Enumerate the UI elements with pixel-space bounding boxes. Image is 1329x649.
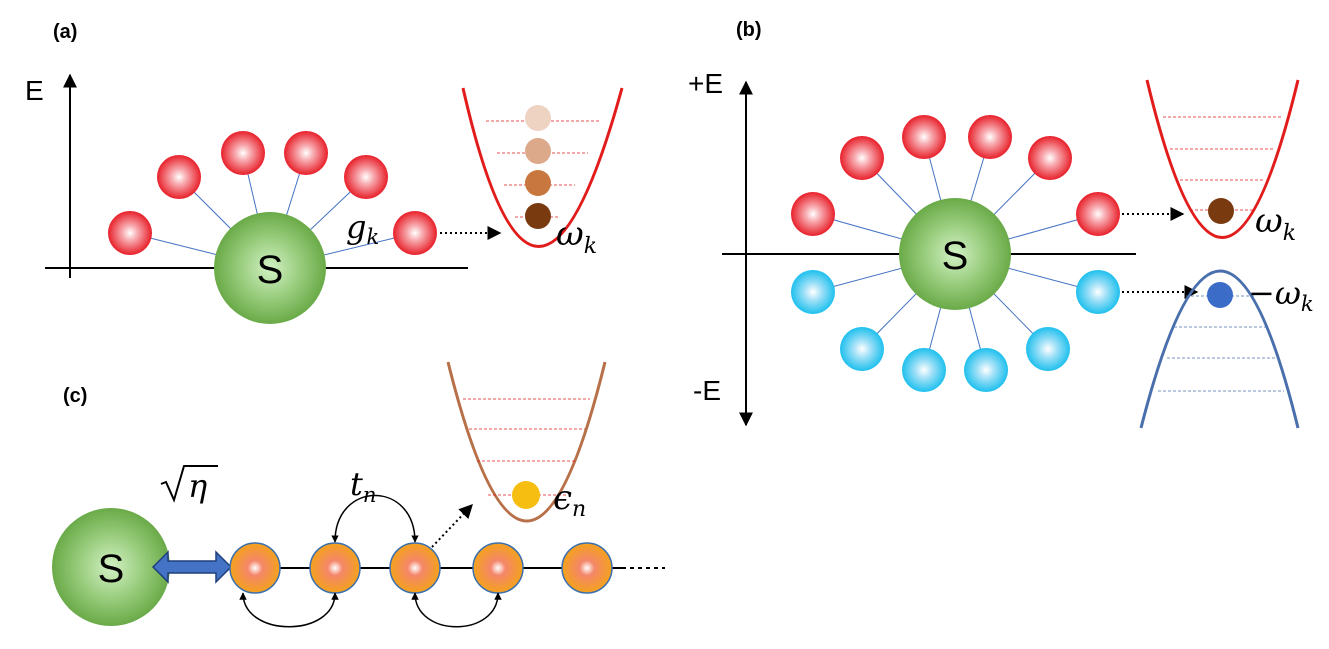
- occupation-level: [525, 203, 551, 229]
- frequency-label: ωk: [556, 214, 597, 259]
- panel-a: (a) E S gk: [25, 21, 624, 324]
- chain-sites: [229, 542, 613, 594]
- chain-site: [561, 542, 613, 594]
- bath-mode: [157, 155, 201, 199]
- occupation-level: [525, 105, 551, 131]
- bath-mode-negative: [791, 270, 835, 314]
- chain-site: [389, 542, 441, 594]
- bath-mode: [284, 131, 328, 175]
- bath-mode-positive: [968, 115, 1012, 159]
- site-well: [446, 361, 607, 523]
- occupation-level: [1208, 198, 1234, 224]
- panel-c: (c) S η tn: [52, 361, 665, 628]
- system-label: S: [257, 248, 284, 292]
- positive-bath-modes: [791, 115, 1120, 236]
- bath-modes: [108, 131, 437, 255]
- system-node: [214, 212, 326, 324]
- bath-mode: [393, 211, 437, 255]
- system-node: [52, 508, 170, 626]
- bath-mode-negative: [1076, 270, 1120, 314]
- positive-frequency-label: ωk: [1255, 201, 1296, 246]
- system-node: [899, 198, 1011, 310]
- bath-mode-negative: [964, 348, 1008, 392]
- system-label: S: [942, 234, 969, 278]
- system-chain-coupling-arrow: [151, 550, 233, 584]
- occupation-level: [525, 138, 551, 164]
- bath-mode: [221, 131, 265, 175]
- bath-mode-positive: [902, 115, 946, 159]
- panel-c-label: (c): [63, 385, 87, 407]
- hopping-label: tn: [350, 465, 376, 507]
- axis-top-label: +E: [688, 68, 723, 99]
- panel-a-label: (a): [53, 21, 77, 43]
- occupation-level: [512, 481, 540, 509]
- site-to-well-arrow: [431, 503, 473, 548]
- system-label: S: [98, 547, 125, 591]
- svg-text:η: η: [188, 467, 207, 505]
- bath-mode-positive: [791, 192, 835, 236]
- chain-site: [309, 542, 361, 594]
- panel-b-label: (b): [736, 19, 762, 41]
- hopping-arrows: [239, 494, 502, 628]
- inverted-well: [1139, 269, 1300, 429]
- occupation-level: [1207, 282, 1233, 308]
- bath-mode: [108, 211, 152, 255]
- bath-mode-positive: [1028, 136, 1072, 180]
- energy-axis-label: E: [25, 75, 44, 106]
- coupling-label: gk: [346, 208, 379, 249]
- sqrt-eta-label: η: [160, 465, 218, 505]
- bath-mode-negative: [1026, 327, 1070, 371]
- panel-b: (b) +E -E: [688, 19, 1314, 429]
- chain-site: [229, 542, 281, 594]
- negative-frequency-label: −ωk: [1248, 274, 1314, 316]
- harmonic-well: [461, 87, 624, 248]
- upward-well: [1145, 79, 1300, 239]
- bath-mode-negative: [840, 327, 884, 371]
- chain-site: [472, 542, 524, 594]
- bath-mode-positive: [1076, 192, 1120, 236]
- bath-mode-positive: [840, 136, 884, 180]
- bath-mode-negative: [902, 348, 946, 392]
- occupation-level: [525, 170, 551, 196]
- axis-bottom-label: -E: [693, 375, 721, 406]
- onsite-energy-label: ϵn: [553, 478, 586, 522]
- bath-mode: [344, 155, 388, 199]
- negative-bath-modes: [791, 270, 1120, 392]
